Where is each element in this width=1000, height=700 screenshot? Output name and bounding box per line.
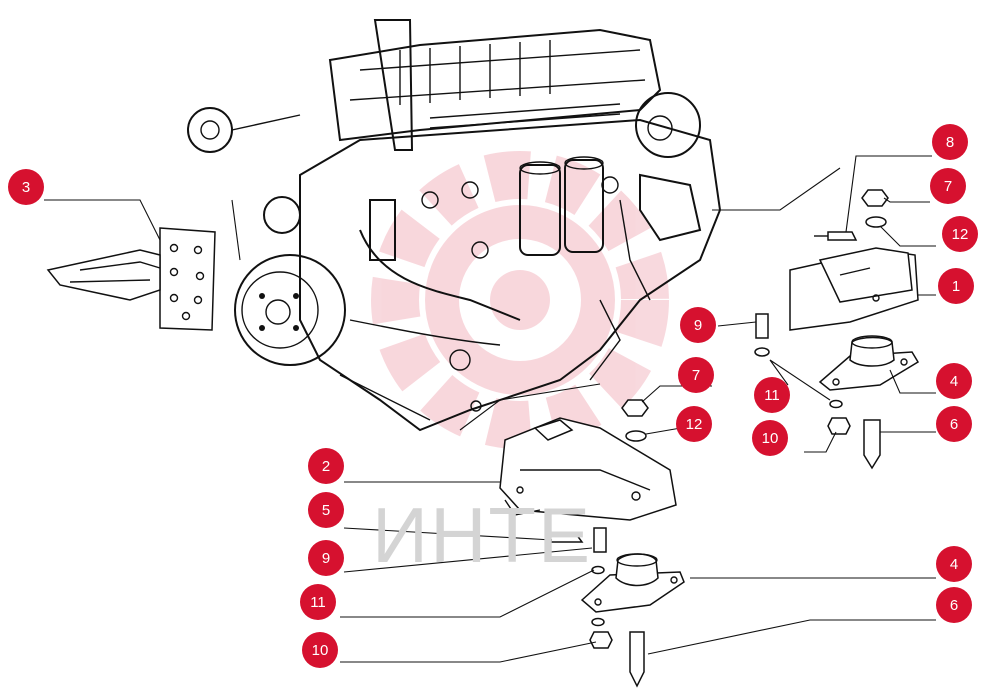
lower-fasteners xyxy=(547,399,649,688)
callout-12[interactable]: 12 xyxy=(942,216,978,252)
callout-2[interactable]: 2 xyxy=(308,448,344,484)
callout-3[interactable]: 3 xyxy=(8,169,44,205)
right-fasteners xyxy=(754,189,889,470)
callout-7[interactable]: 7 xyxy=(678,357,714,393)
callout-6[interactable]: 6 xyxy=(936,587,972,623)
callout-5[interactable]: 5 xyxy=(308,492,344,528)
callout-10[interactable]: 10 xyxy=(302,632,338,668)
front-mount-bracket-left xyxy=(46,227,216,331)
leader-lines xyxy=(44,155,936,663)
callout-12[interactable]: 12 xyxy=(676,406,712,442)
callout-4[interactable]: 4 xyxy=(936,363,972,399)
callout-1[interactable]: 1 xyxy=(938,268,974,304)
rear-mount-bracket-right xyxy=(789,247,919,331)
callout-9[interactable]: 9 xyxy=(680,307,716,343)
callout-11[interactable]: 11 xyxy=(300,584,336,620)
rear-mount-bracket-lower xyxy=(499,417,677,521)
callout-6[interactable]: 6 xyxy=(936,406,972,442)
callout-4[interactable]: 4 xyxy=(936,546,972,582)
engine-block xyxy=(187,19,722,432)
rubber-mount-right xyxy=(818,335,920,391)
callout-9[interactable]: 9 xyxy=(308,540,344,576)
rubber-mount-lower xyxy=(580,553,685,613)
callout-11[interactable]: 11 xyxy=(754,377,790,413)
callout-8[interactable]: 8 xyxy=(932,124,968,160)
callout-7[interactable]: 7 xyxy=(930,168,966,204)
callout-10[interactable]: 10 xyxy=(752,420,788,456)
injector-lines xyxy=(399,40,551,105)
